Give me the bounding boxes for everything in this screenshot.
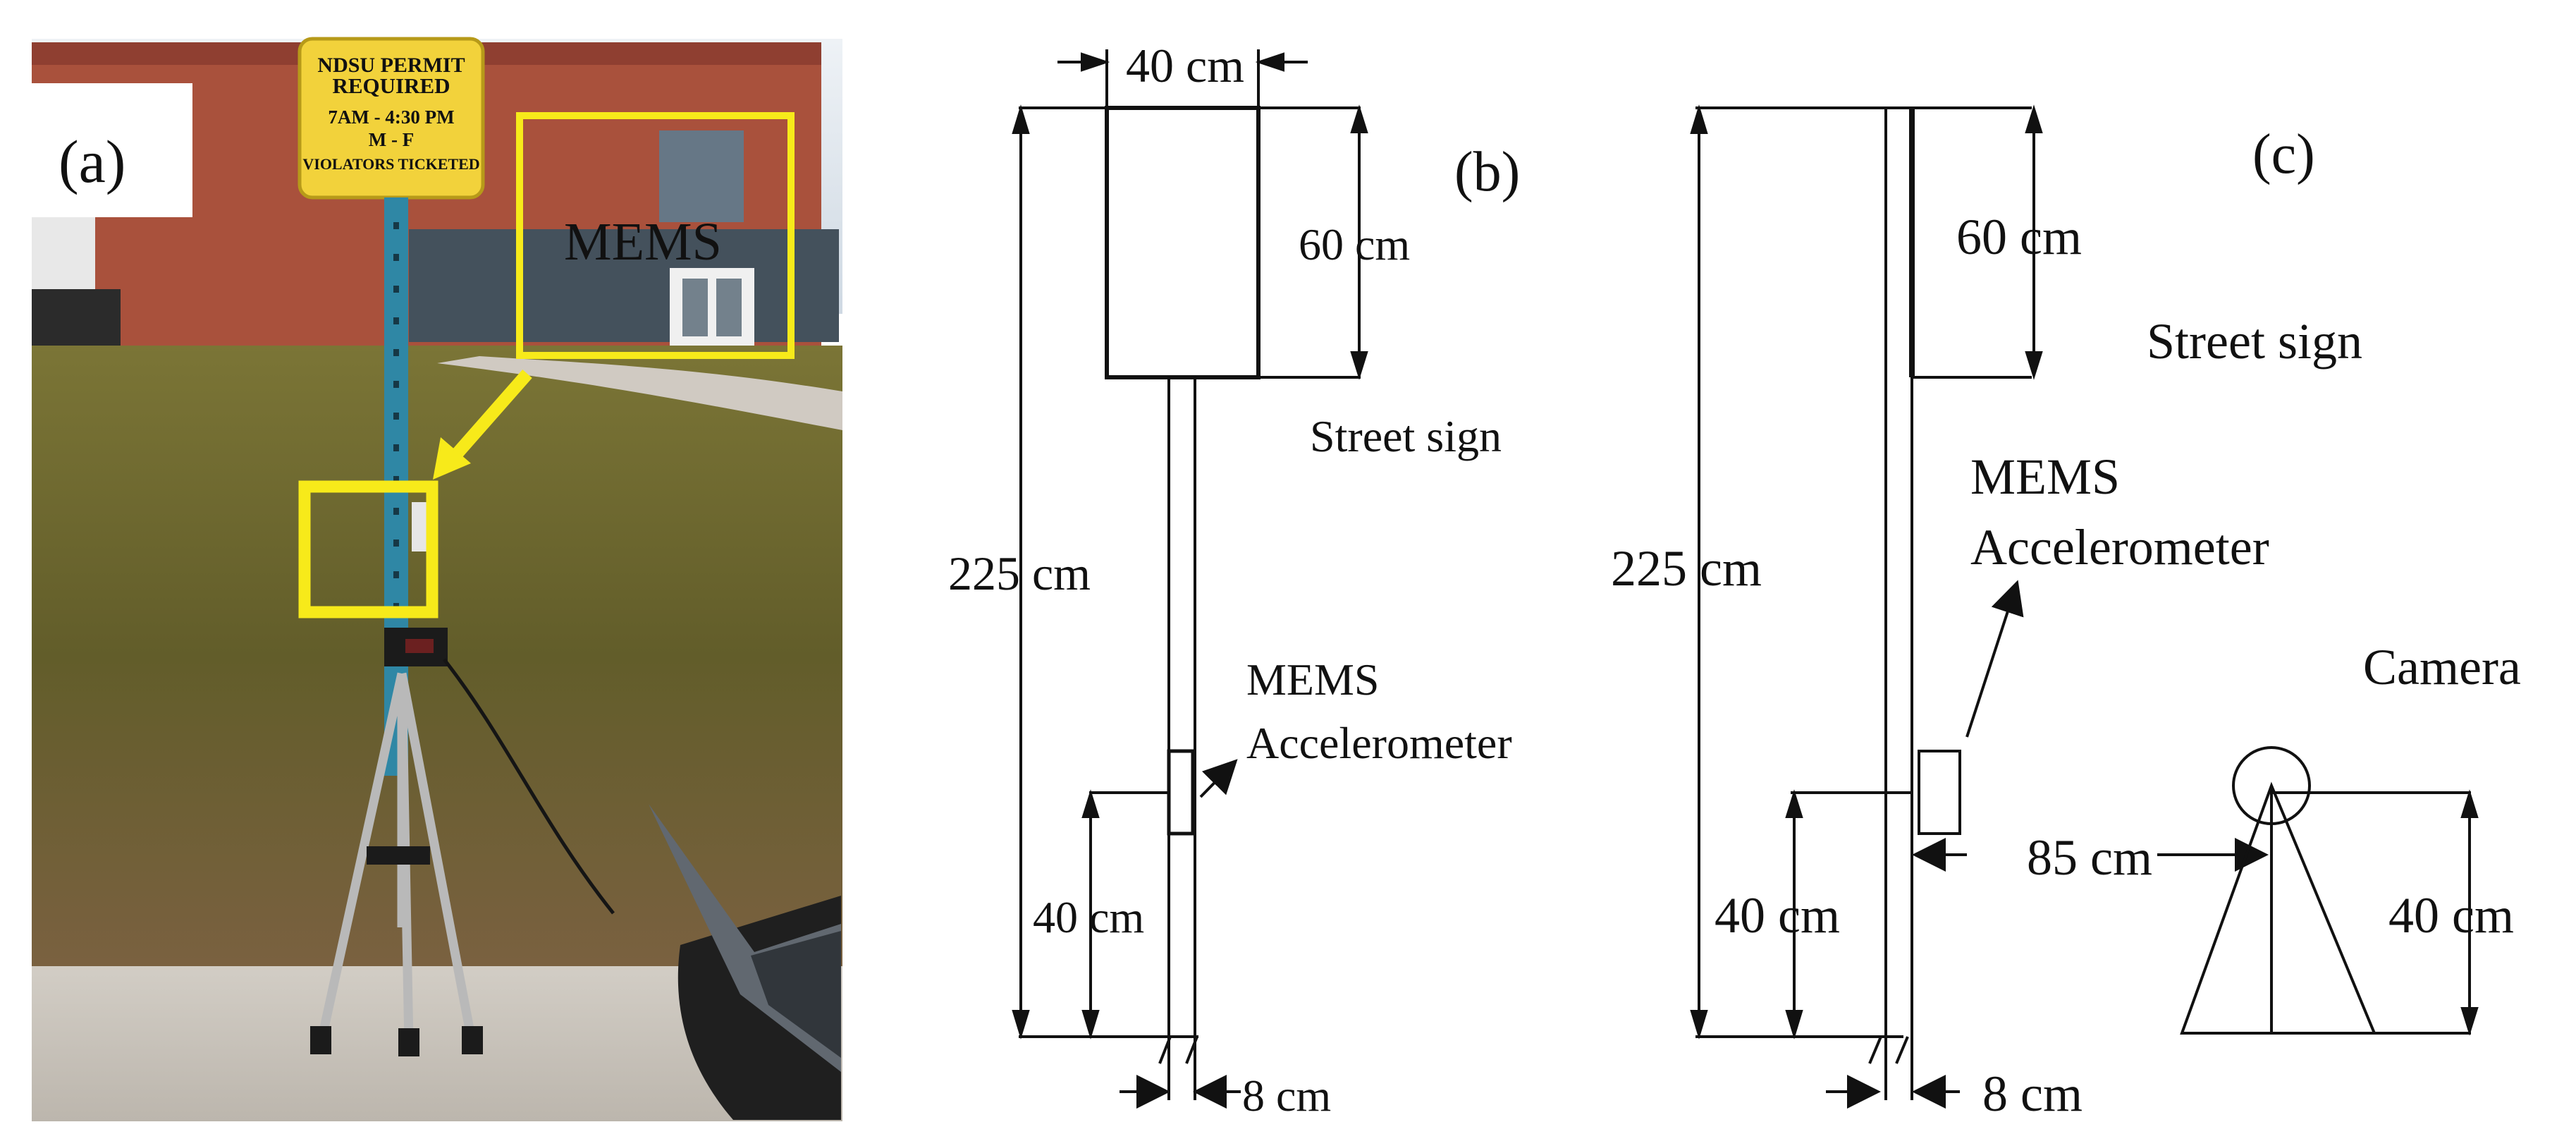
panel-c-label: (c) (2252, 123, 2315, 185)
panel-c-sign-label: Street sign (2147, 313, 2362, 370)
panel-c-sensor (1918, 750, 1961, 835)
panel-c-sensor-label-2: Accelerometer (1970, 519, 2269, 575)
panel-b-40-arrow-bottom (1081, 1010, 1100, 1040)
panel-a-label-bg (32, 83, 192, 217)
panel-c-sensor-label-1: MEMS (1970, 449, 2120, 505)
panel-b-diagram (1012, 49, 1368, 1109)
utility-box (32, 212, 95, 303)
panel-c-40-arrow-top (1785, 789, 1803, 818)
panel-b-sensor (1167, 749, 1195, 836)
panel-c-sign-height: 60 cm (1956, 209, 2082, 265)
panel-b-label: (b) (1454, 141, 1520, 203)
mems-callout-label: MEMS (564, 212, 722, 272)
camera-screen (405, 639, 434, 653)
pathway (437, 356, 842, 430)
panel-b-total-height: 225 cm (948, 547, 1091, 600)
panel-b-60-arrow-bottom (1350, 351, 1368, 380)
panel-b-width-right-arrow (1255, 52, 1284, 72)
panel-c-camera-label: Camera (2363, 639, 2521, 695)
panel-a-label: (a) (59, 128, 125, 195)
sign-line-2: REQUIRED (332, 73, 450, 98)
panel-c-camera-distance: 85 cm (2027, 829, 2152, 886)
panel-c-camera-height: 40 cm (2388, 887, 2514, 944)
panel-c-60-arrow-bottom (2025, 351, 2043, 380)
panel-a-photo: NDSU PERMIT REQUIRED 7AM - 4:30 PM M - F… (32, 37, 842, 1121)
panel-c-sensor-height: 40 cm (1715, 887, 1840, 944)
panel-c-ground-left (1868, 1036, 1882, 1064)
panel-b-60-arrow-top (1350, 104, 1368, 133)
mems-callout-box (516, 112, 795, 359)
callout-arrow-line (445, 370, 532, 466)
panel-b-sensor-label-2: Accelerometer (1246, 718, 1512, 768)
laptop-keys (751, 931, 841, 1058)
sensor-highlight-box (298, 480, 438, 618)
panel-b-sign-width: 40 cm (1126, 39, 1244, 92)
camera-height-arrow-bottom (2460, 1007, 2479, 1036)
panel-b-sensor-height: 40 cm (1033, 892, 1144, 942)
panel-c-total-height: 225 cm (1611, 540, 1762, 597)
sign-line-4: M - F (369, 129, 414, 150)
door-glass (682, 279, 708, 336)
panel-b-pole-width: 8 cm (1242, 1071, 1331, 1121)
callout-arrow-head (433, 437, 471, 480)
panel-b-225-arrow-top (1012, 104, 1030, 134)
panel-b-width-left-arrow (1081, 52, 1110, 72)
panel-c-ground-right (1895, 1036, 1909, 1064)
panel-c-225-arrow-bottom (1690, 1010, 1708, 1040)
door-glass-right (716, 279, 742, 336)
panel-c-pole-width: 8 cm (1982, 1066, 2083, 1122)
panel-c-sensor-arrow (1965, 580, 2024, 738)
sign-line-3: 7AM - 4:30 PM (328, 106, 454, 128)
dark-car (32, 289, 121, 346)
sign-line-5: VIOLATORS TICKETED (302, 155, 479, 173)
panel-c-60-arrow-top (2025, 104, 2043, 133)
camera-cable (443, 658, 615, 915)
panel-b-sign-height: 60 cm (1299, 219, 1410, 269)
window-band (409, 229, 839, 342)
panel-b-sensor-arrow (1199, 759, 1238, 798)
panel-b-225-arrow-bottom (1012, 1010, 1030, 1040)
panel-c-40-arrow-bottom (1785, 1010, 1803, 1040)
panel-b-sign-label: Street sign (1310, 411, 1502, 461)
panel-c-225-arrow-top (1690, 104, 1708, 134)
panel-b-40-arrow-top (1081, 789, 1100, 818)
window-panel (659, 130, 744, 222)
camera-height-arrow-top (2460, 789, 2479, 818)
panel-b-sign-rect (1105, 106, 1261, 379)
panel-b-sensor-label-1: MEMS (1246, 654, 1380, 705)
camera-tripod (2180, 781, 2376, 1035)
panel-c-diagram (1690, 104, 2479, 1109)
tripod-feet (310, 846, 483, 1056)
sign-line-1: NDSU PERMIT (317, 54, 465, 77)
